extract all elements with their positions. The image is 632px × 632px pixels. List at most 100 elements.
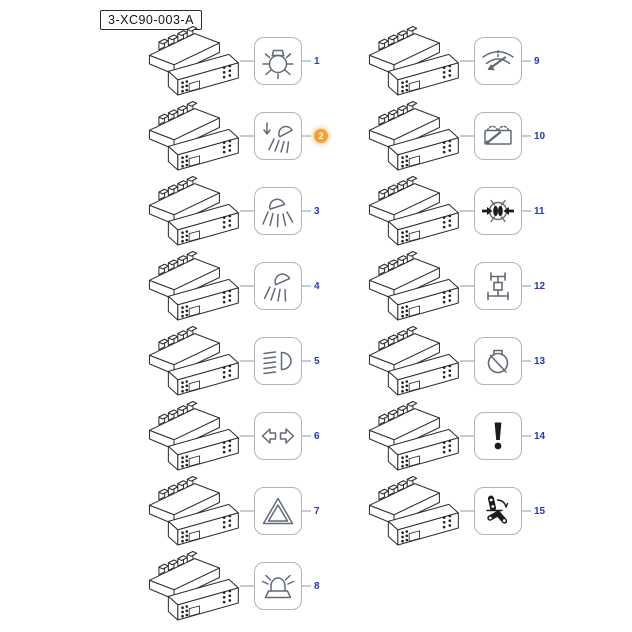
pto-icon xyxy=(478,341,518,381)
icon-use xyxy=(488,273,508,300)
callout-row-8: 8 xyxy=(140,548,326,624)
icon-use xyxy=(483,51,513,70)
icon-use xyxy=(264,123,292,153)
rocker-switch-illustration xyxy=(140,249,244,323)
callout-row-11: 11 xyxy=(360,173,546,249)
callout-row-4: 4 xyxy=(140,248,326,324)
headlamp-leveling-icon xyxy=(258,116,298,156)
rocker-switch-illustration xyxy=(140,24,244,98)
item-number[interactable]: 1 xyxy=(314,55,320,67)
low-beam-icon xyxy=(258,341,298,381)
symbol-box xyxy=(474,112,522,160)
icon-use xyxy=(264,352,291,374)
connector-line xyxy=(522,135,531,137)
rocker-switch-illustration xyxy=(360,474,464,548)
connector-line xyxy=(240,360,254,362)
part-code-label: 3-XC90-003-A xyxy=(100,10,202,30)
symbol-box xyxy=(474,487,522,535)
symbol-box xyxy=(254,262,302,310)
symbol-box xyxy=(254,337,302,385)
callout-row-13: 13 xyxy=(360,323,546,399)
connector-line xyxy=(302,510,311,512)
icon-use xyxy=(263,51,293,79)
work-lamp-front-icon xyxy=(258,191,298,231)
connector-line xyxy=(302,60,311,62)
symbol-box xyxy=(474,187,522,235)
connector-line xyxy=(522,210,531,212)
rocker-switch-illustration xyxy=(140,474,244,548)
symbol-box xyxy=(254,487,302,535)
four-wheel-drive-icon xyxy=(478,266,518,306)
rocker-switch-illustration xyxy=(360,24,464,98)
callout-row-14: 14 xyxy=(360,398,546,474)
connector-line xyxy=(460,210,474,212)
item-number[interactable]: 10 xyxy=(534,130,546,142)
connector-line xyxy=(522,360,531,362)
connector-line xyxy=(240,135,254,137)
item-number[interactable]: 9 xyxy=(534,55,540,67)
callout-row-1: 1 xyxy=(140,23,326,99)
connector-line xyxy=(460,360,474,362)
callout-row-9: 9 xyxy=(360,23,546,99)
connector-line xyxy=(240,60,254,62)
item-number[interactable]: 3 xyxy=(314,205,320,217)
callout-row-7: 7 xyxy=(140,473,326,549)
item-number[interactable]: 7 xyxy=(314,505,320,517)
connector-line xyxy=(302,585,311,587)
work-lamp-rear-icon xyxy=(258,266,298,306)
connector-line xyxy=(460,60,474,62)
icon-use xyxy=(263,429,294,443)
rocker-switch-illustration xyxy=(140,399,244,473)
connector-line xyxy=(522,60,531,62)
connector-line xyxy=(460,435,474,437)
item-number[interactable]: 4 xyxy=(314,280,320,292)
callout-row-6: 6 xyxy=(140,398,326,474)
item-number[interactable]: 13 xyxy=(534,355,546,367)
icon-use xyxy=(263,576,294,598)
rocker-switch-illustration xyxy=(140,549,244,623)
symbol-box xyxy=(254,112,302,160)
symbol-box xyxy=(474,337,522,385)
item-number[interactable]: 12 xyxy=(534,280,546,292)
symbol-box xyxy=(254,412,302,460)
callout-row-2: 2 xyxy=(140,98,328,174)
rocker-switch-illustration xyxy=(360,324,464,398)
item-number[interactable]: 5 xyxy=(314,355,320,367)
connector-line xyxy=(460,510,474,512)
connector-line xyxy=(522,510,531,512)
item-number[interactable]: 15 xyxy=(534,505,546,517)
callout-row-15: 15 xyxy=(360,473,546,549)
item-number[interactable]: 6 xyxy=(314,430,320,442)
symbol-box xyxy=(254,562,302,610)
icon-use xyxy=(482,201,514,222)
symbol-box xyxy=(474,262,522,310)
item-number[interactable]: 8 xyxy=(314,580,320,592)
connector-line xyxy=(240,585,254,587)
connector-line xyxy=(522,285,531,287)
connector-line xyxy=(522,435,531,437)
item-number-highlighted[interactable]: 2 xyxy=(314,129,328,143)
icon-use xyxy=(265,272,290,301)
rocker-switch-illustration xyxy=(140,324,244,398)
rocker-switch-illustration xyxy=(360,249,464,323)
item-number[interactable]: 11 xyxy=(534,205,545,217)
connector-line xyxy=(240,435,254,437)
symbol-box xyxy=(254,187,302,235)
beacon-icon xyxy=(258,566,298,606)
hitch-linkage-icon xyxy=(478,491,518,531)
warning-exclamation-icon xyxy=(478,416,518,456)
rocker-switch-illustration xyxy=(360,99,464,173)
connector-line xyxy=(240,210,254,212)
symbol-box xyxy=(474,37,522,85)
callout-row-5: 5 xyxy=(140,323,326,399)
interior-light-icon xyxy=(258,41,298,81)
icon-use xyxy=(485,126,511,144)
rocker-switch-illustration xyxy=(140,99,244,173)
item-number[interactable]: 14 xyxy=(534,430,546,442)
icon-use xyxy=(495,423,502,450)
icon-use xyxy=(489,351,508,373)
callout-row-10: 10 xyxy=(360,98,546,174)
rocker-switch-illustration xyxy=(140,174,244,248)
icon-use xyxy=(263,197,293,226)
